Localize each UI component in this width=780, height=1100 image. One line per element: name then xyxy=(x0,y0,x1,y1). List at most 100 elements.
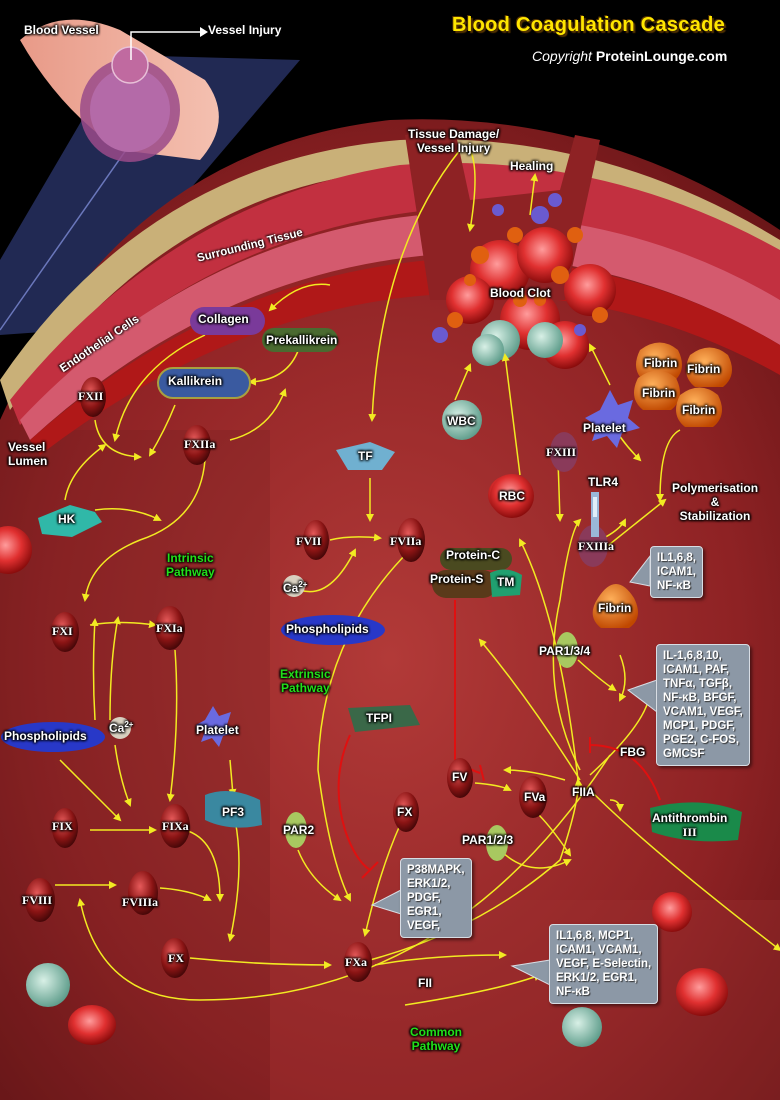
label-tfpi: TFPI xyxy=(366,711,392,725)
label-common-line1: Common xyxy=(410,1025,462,1039)
label-pf3: PF3 xyxy=(222,805,245,819)
label-fibrin-3: Fibrin xyxy=(642,386,676,400)
label-vessel-lumen-line1: Vessel xyxy=(8,440,46,454)
label-fx-mid: FX xyxy=(397,805,413,819)
factor-molecules xyxy=(25,377,608,982)
label-protein-c: Protein-C xyxy=(446,548,500,562)
label-polymerisation: Polymerisation & Stabilization xyxy=(672,481,758,523)
label-vessel-lumen: Vessel Lumen xyxy=(8,440,48,469)
label-tissue-damage-line1: Tissue Damage/ xyxy=(408,127,500,141)
info-box-line: IL-1,6,8,10, xyxy=(663,650,722,662)
label-par134: PAR1/3/4 xyxy=(539,644,591,658)
label-hk: HK xyxy=(58,512,76,526)
info-box-line: NF-κB xyxy=(657,580,691,593)
oblong-molecules xyxy=(1,307,742,842)
ca-mid-symbol: Ca xyxy=(283,581,299,595)
label-fibrin-1: Fibrin xyxy=(644,356,678,370)
label-tissue-damage: Tissue Damage/ Vessel Injury xyxy=(408,127,500,156)
label-phospholipids-mid: Phospholipids xyxy=(286,622,369,636)
label-par2: PAR2 xyxy=(283,823,315,837)
info-box-il-large: IL-1,6,8,10, ICAM1, PAF,TNFα, TGFβ,NF-κB,… xyxy=(656,644,750,767)
label-fx-left: FX xyxy=(168,951,184,965)
ca-mid-charge: 2+ xyxy=(298,580,308,589)
info-box-il-bottom: IL1,6,8, MCP1,ICAM1, VCAM1,VEGF, E-Selec… xyxy=(549,924,659,1005)
info-box-line: NF-κB xyxy=(556,986,590,999)
copyright-text: Copyright ProteinLounge.com xyxy=(532,48,727,64)
label-fxii: FXII xyxy=(78,389,104,403)
label-fii: FII xyxy=(418,976,432,990)
page-title: Blood Coagulation Cascade xyxy=(452,14,726,36)
copyright-prefix: Copyright xyxy=(532,48,592,64)
info-box-line: ICAM1, VCAM1, xyxy=(556,944,642,957)
info-box-line: ICAM1, PAF, xyxy=(663,664,730,677)
label-polymerisation-line3: Stabilization xyxy=(679,508,751,523)
label-phospholipids-left: Phospholipids xyxy=(4,729,87,743)
vessel-injury-pointer xyxy=(130,27,208,60)
label-fxia: FXIa xyxy=(156,621,183,635)
label-healing: Healing xyxy=(510,159,554,173)
label-platelet-right: Platelet xyxy=(583,421,626,435)
label-tf: TF xyxy=(358,449,373,463)
label-extrinsic-line1: Extrinsic xyxy=(280,667,331,681)
info-box-line: EGR1, xyxy=(407,906,442,919)
info-box-line: IL1,6,8, xyxy=(657,552,696,564)
label-prekallikrein: Prekallikrein xyxy=(266,333,338,347)
label-fix: FIX xyxy=(52,819,73,833)
label-tissue-damage-line2: Vessel Injury xyxy=(416,140,491,155)
info-box-line: ERK1/2, EGR1, xyxy=(556,972,638,985)
blood-clot-cluster xyxy=(432,193,616,369)
label-common-pathway: Common Pathway xyxy=(410,1025,462,1054)
info-box-il-small: IL1,6,8, ICAM1,NF-κB xyxy=(650,546,703,599)
label-wbc: WBC xyxy=(447,414,476,428)
label-intrinsic-line1: Intrinsic xyxy=(167,551,214,565)
label-vessel-lumen-line2: Lumen xyxy=(8,453,48,468)
label-intrinsic-line2: Pathway xyxy=(166,564,215,579)
label-fibrin-4: Fibrin xyxy=(682,403,716,417)
label-vessel-injury: Vessel Injury xyxy=(208,23,282,37)
label-antithrombin-line1: Antithrombin xyxy=(652,811,728,825)
label-fviia: FVIIa xyxy=(390,534,422,548)
label-extrinsic-pathway: Extrinsic Pathway xyxy=(280,667,331,696)
label-par123: PAR1/2/3 xyxy=(462,833,514,847)
info-box-line: VEGF, E-Selectin, xyxy=(556,958,652,971)
info-box-line: NF-κB, BFGF, xyxy=(663,692,737,705)
label-platelet-left: Platelet xyxy=(196,723,239,737)
label-fxiia: FXIIa xyxy=(184,437,216,451)
label-fiia: FIIA xyxy=(572,785,595,799)
label-fibrin-2: Fibrin xyxy=(687,362,721,376)
label-fvii: FVII xyxy=(296,534,322,548)
fibrin-blobs xyxy=(592,342,732,628)
label-protein-s: Protein-S xyxy=(430,572,484,586)
label-antithrombin-line2: III xyxy=(682,824,697,839)
copyright-site: ProteinLounge.com xyxy=(595,48,728,64)
info-box-line: PDGF, xyxy=(407,892,441,905)
info-box-line: ICAM1, xyxy=(657,566,696,579)
info-box-line: ERK1/2, xyxy=(407,878,451,891)
label-ca-mid: Ca2+ xyxy=(283,580,307,596)
label-fviii: FVIII xyxy=(22,893,53,907)
label-blood-clot: Blood Clot xyxy=(490,286,551,300)
label-fxi: FXI xyxy=(52,624,73,638)
label-extrinsic-line2: Pathway xyxy=(281,680,330,695)
label-kallikrein: Kallikrein xyxy=(168,374,223,388)
label-fixa: FIXa xyxy=(162,819,189,833)
label-fv: FV xyxy=(452,770,468,784)
info-box-line: P38MAPK, xyxy=(407,864,465,876)
label-polymerisation-line2: & xyxy=(710,494,720,509)
info-box-line: TNFα, TGFβ, xyxy=(663,678,733,691)
info-box-line: PGE2, C-FOS, xyxy=(663,734,740,747)
info-box-line: MCP1, PDGF, xyxy=(663,720,736,733)
info-box-line: VCAM1, VEGF, xyxy=(663,706,743,719)
label-fxiii: FXIII xyxy=(546,445,577,459)
label-tlr4: TLR4 xyxy=(588,475,618,489)
info-box-line: GMCSF xyxy=(663,748,705,761)
label-fviiia: FVIIIa xyxy=(122,895,159,909)
label-rbc: RBC xyxy=(499,489,525,503)
label-fibrin-5: Fibrin xyxy=(598,601,632,615)
label-tm: TM xyxy=(497,575,515,589)
label-fva: FVa xyxy=(524,790,546,804)
label-blood-vessel: Blood Vessel xyxy=(24,23,99,37)
ca-left-symbol: Ca xyxy=(109,721,125,735)
